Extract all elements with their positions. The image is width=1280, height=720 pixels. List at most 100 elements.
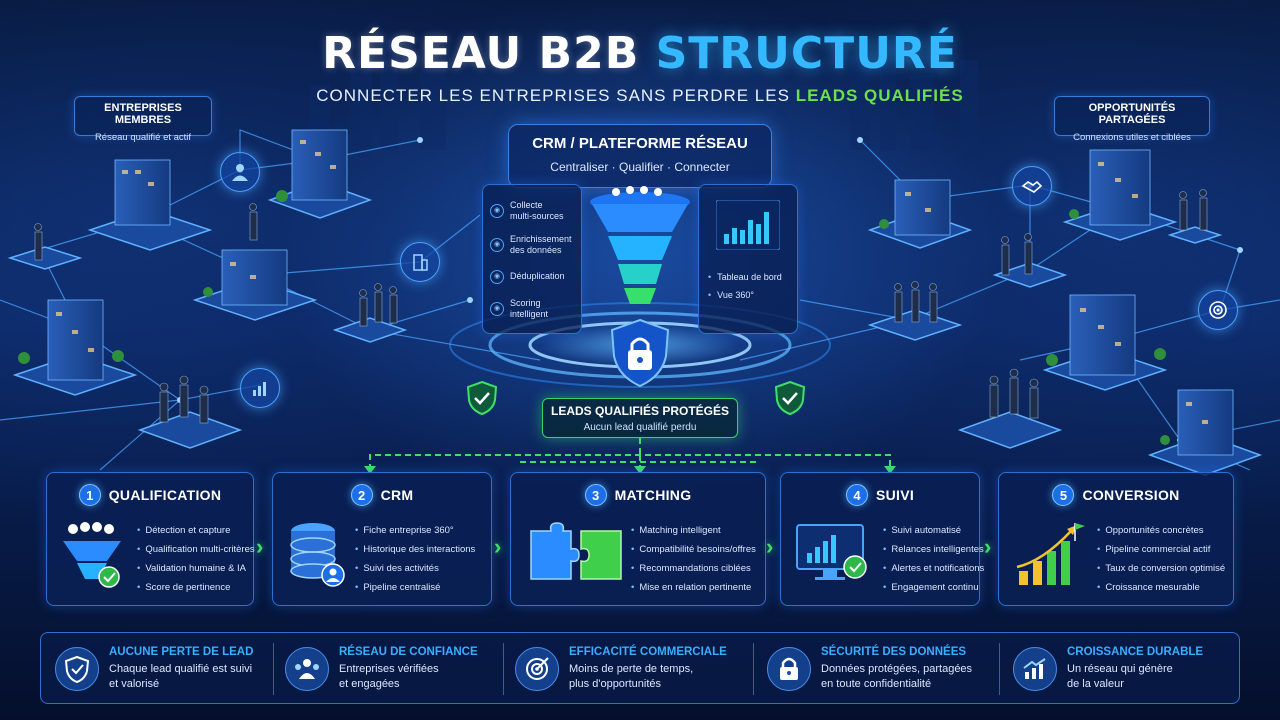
people-network-icon — [285, 647, 329, 691]
title-part-white: RÉSEAU B2B — [322, 28, 640, 79]
benefit-title: SÉCURITÉ DES DONNÉES — [821, 645, 967, 658]
divider — [999, 643, 1000, 695]
step-crm: 2 CRM Fiche entreprise 360° Historique de… — [272, 472, 492, 606]
step-number: 2 — [350, 484, 373, 506]
check-shield-left-icon — [466, 380, 498, 416]
member-companies-box: ENTREPRISES MEMBRES Réseau qualifié et a… — [74, 96, 212, 143]
benefit-text-line1: Chaque lead qualifié est suivi — [109, 662, 253, 675]
benefit-title: CROISSANCE DURABLE — [1067, 645, 1204, 658]
monitor-chart-icon — [796, 524, 867, 580]
crm-platform-title: CRM / PLATEFORME RÉSEAU — [532, 135, 748, 152]
enrichment-icon: ◉ — [490, 238, 504, 253]
target-node-icon — [1198, 290, 1238, 330]
step-item: Opportunités concrètes — [1097, 525, 1225, 536]
step-matching: 3 MATCHING Matching intelligent Compatibi… — [510, 472, 766, 606]
arrow-right-icon: › — [984, 534, 992, 559]
crm-platform-header: CRM / PLATEFORME RÉSEAU Centraliser · Qu… — [508, 124, 772, 188]
benefit-text-line2: de la valeur — [1067, 678, 1124, 690]
step-item: Compatibilité besoins/offres — [631, 544, 756, 555]
divider — [273, 643, 274, 695]
divider — [503, 643, 504, 695]
title-part-blue: STRUCTURÉ — [655, 28, 958, 79]
check-shield-right-icon — [774, 380, 806, 416]
crm-feature-dedup: ◉ Déduplication — [490, 270, 565, 284]
benefit-text-line2: plus d'opportunités — [569, 678, 661, 690]
benefit-text-line2: et engagées — [339, 678, 400, 690]
shield-lock-icon — [610, 318, 670, 388]
step-item: Pipeline centralisé — [355, 582, 475, 593]
step-item: Validation humaine & IA — [137, 563, 255, 574]
step-number: 3 — [584, 484, 607, 506]
shared-opportunities-subtitle: Connexions utiles et ciblées — [1073, 132, 1191, 143]
benefits-bar: AUCUNE PERTE DE LEAD Chaque lead qualifi… — [40, 632, 1240, 704]
subtitle-part-white: CONNECTER LES ENTREPRISES SANS PERDRE LE… — [316, 86, 790, 105]
step-item: Suivi des activités — [355, 563, 475, 574]
padlock-icon — [767, 647, 811, 691]
collect-icon: ◉ — [490, 204, 504, 219]
target-icon — [515, 647, 559, 691]
benefit-sustainable-growth: CROISSANCE DURABLE Un réseau qui génère d… — [1013, 633, 1203, 705]
subtitle-part-green: LEADS QUALIFIÉS — [795, 86, 964, 105]
step-item: Qualification multi-critères — [137, 544, 254, 555]
step-item: Alertes et notifications — [883, 563, 984, 574]
shared-opportunities-title: OPPORTUNITÉS PARTAGÉES — [1088, 102, 1176, 126]
step-conversion: 5 CONVERSION Opportunités concrètes Pipel… — [998, 472, 1234, 606]
chart-node-icon — [240, 368, 280, 408]
crm-platform-subtitle: Centraliser · Qualifier · Connecter — [550, 160, 730, 174]
step-item: Pipeline commercial actif — [1097, 544, 1225, 555]
step-item: Croissance mesurable — [1097, 582, 1225, 593]
step-name: CONVERSION — [1082, 487, 1180, 503]
shared-opportunities-box: OPPORTUNITÉS PARTAGÉES Connexions utiles… — [1054, 96, 1210, 143]
benefit-text-line2: et valorisé — [109, 678, 160, 690]
benefit-text-line1: Moins de perte de temps, — [569, 662, 694, 675]
step-name: CRM — [380, 487, 414, 503]
shield-check-icon — [55, 647, 99, 691]
dedup-icon: ◉ — [490, 270, 504, 284]
step-item: Relances intelligentes — [883, 544, 984, 555]
step-item: Score de pertinence — [137, 582, 255, 593]
benefit-text-line1: Entreprises vérifiées — [339, 662, 439, 675]
step-item: Engagement continu — [883, 582, 984, 593]
step-item: Historique des interactions — [355, 544, 475, 555]
protected-leads-title: LEADS QUALIFIÉS PROTÉGÉS — [550, 404, 730, 418]
benefit-data-security: SÉCURITÉ DES DONNÉES Données protégées, … — [767, 633, 972, 705]
benefit-title: RÉSEAU DE CONFIANCE — [339, 645, 478, 658]
step-item: Mise en relation pertinente — [631, 582, 756, 593]
funnel-icon — [590, 186, 690, 304]
page-subtitle: CONNECTER LES ENTREPRISES SANS PERDRE LE… — [0, 86, 1280, 106]
dashboard-chart-icon — [716, 200, 780, 250]
arrow-right-icon: › — [256, 534, 264, 559]
step-item: Fiche entreprise 360° — [355, 525, 475, 536]
building-node-icon — [400, 242, 440, 282]
member-companies-title: ENTREPRISES MEMBRES — [104, 102, 182, 126]
puzzle-icon — [530, 522, 622, 580]
benefit-title: AUCUNE PERTE DE LEAD — [109, 645, 254, 658]
benefit-title: EFFICACITÉ COMMERCIALE — [569, 645, 727, 658]
benefit-trust-network: RÉSEAU DE CONFIANCE Entreprises vérifiée… — [285, 633, 478, 705]
step-item: Suivi automatisé — [883, 525, 984, 536]
growth-chart-icon — [1013, 647, 1057, 691]
benefit-text-line1: Un réseau qui génère — [1067, 662, 1173, 675]
crm-feature-dashboard: •Tableau de bord — [708, 272, 782, 282]
step-name: MATCHING — [614, 487, 692, 503]
step-item: Matching intelligent — [631, 525, 756, 536]
scoring-icon: ◉ — [490, 302, 504, 317]
step-number: 5 — [1052, 484, 1075, 506]
arrow-right-icon: › — [766, 534, 774, 559]
benefit-text-line2: en toute confidentialité — [821, 678, 932, 690]
step-name: QUALIFICATION — [108, 487, 222, 503]
step-number: 1 — [78, 484, 101, 506]
arrow-right-icon: › — [494, 534, 502, 559]
handshake-node-icon — [1012, 166, 1052, 206]
page-title: RÉSEAU B2B STRUCTURÉ — [0, 28, 1280, 79]
benefit-commercial-efficiency: EFFICACITÉ COMMERCIALE Moins de perte de… — [515, 633, 727, 705]
benefit-no-lead-loss: AUCUNE PERTE DE LEAD Chaque lead qualifi… — [55, 633, 253, 705]
benefit-text-line1: Données protégées, partagées — [821, 662, 973, 675]
growth-bars-icon — [1016, 523, 1085, 585]
